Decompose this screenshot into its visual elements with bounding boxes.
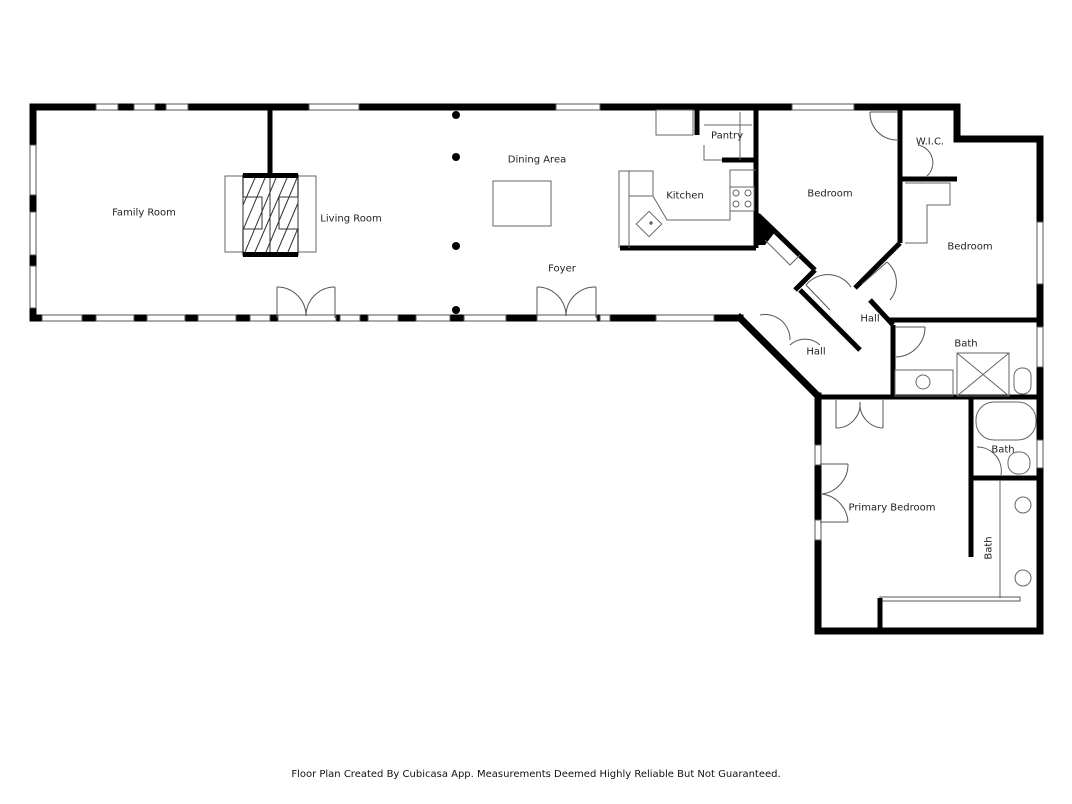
room-label-bedroom-1: Bedroom (807, 188, 853, 200)
structural-column (756, 210, 775, 245)
columns (452, 111, 460, 314)
room-label-bath-3: Bath (983, 536, 995, 560)
exterior-walls (29, 103, 1044, 635)
closet-outline (905, 182, 951, 244)
room-label-living-room: Living Room (320, 213, 382, 225)
hall-closet (764, 239, 801, 266)
room-label-hall-1: Hall (860, 313, 880, 325)
bath-fixtures (894, 352, 1037, 598)
kitchen-fixtures (618, 109, 756, 248)
room-label-wic: W.I.C. (915, 136, 945, 148)
windows (29, 103, 1044, 602)
room-label-pantry: Pantry (711, 130, 743, 142)
doors (276, 111, 1002, 523)
room-label-foyer: Foyer (548, 263, 576, 275)
dining-table (492, 180, 552, 227)
footer-disclaimer: Floor Plan Created By Cubicasa App. Meas… (291, 769, 781, 780)
room-label-kitchen: Kitchen (666, 190, 704, 202)
room-label-dining-area: Dining Area (507, 154, 567, 166)
room-label-hall-2: Hall (806, 346, 826, 358)
room-label-bath-1: Bath (954, 338, 978, 350)
interior-walls (267, 107, 1040, 631)
room-label-family-room: Family Room (112, 207, 176, 219)
room-label-bedroom-2: Bedroom (947, 241, 993, 253)
room-label-primary-bedroom: Primary Bedroom (848, 502, 936, 514)
room-label-bath-2: Bath (991, 444, 1015, 456)
fireplace (224, 173, 317, 257)
